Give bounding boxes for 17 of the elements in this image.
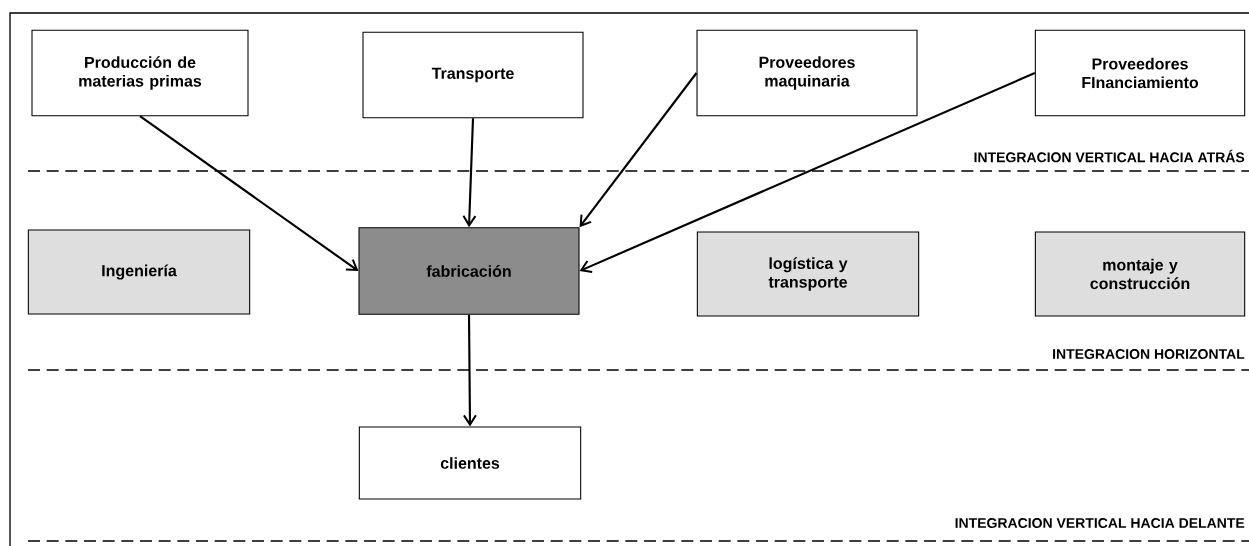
process-box: montaje y construcción: [1034, 231, 1246, 317]
arrow: [462, 118, 477, 228]
arrow: [579, 72, 1036, 274]
arrow: [139, 115, 359, 271]
level-label: INTEGRACION VERTICAL HACIA DELANTE: [955, 518, 1245, 528]
arrow: [462, 314, 477, 427]
process-box: Proveedores FInanciamiento: [1034, 29, 1246, 117]
process-box: logística y transporte: [696, 231, 920, 317]
process-box: Transporte: [362, 31, 584, 119]
process-box: Ingeniería: [27, 229, 251, 315]
process-box: Producción de materias primas: [31, 29, 249, 117]
process-box: clientes: [358, 426, 582, 500]
process-box: fabricación: [358, 227, 580, 315]
process-box: Proveedores maquinaria: [696, 29, 918, 117]
level-label: INTEGRACION VERTICAL HACIA ATRÁS: [974, 149, 1245, 163]
arrow: [579, 72, 698, 228]
level-label: INTEGRACION HORIZONTAL: [1053, 349, 1245, 359]
